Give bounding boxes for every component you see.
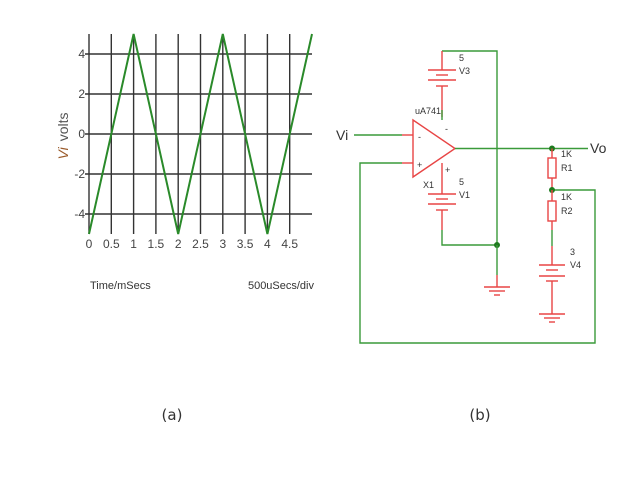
ground-symbol-1 [484,275,510,296]
opamp-vneg-sign: - [445,124,448,134]
x-tick-label: 2 [175,237,182,251]
wire-v3-top [442,50,498,245]
y-tick-label: -4 [74,207,85,221]
wire-v1-to-ground-bus [441,230,497,246]
x-tick-label: 2.5 [192,237,209,251]
resistor-r1 [547,157,557,179]
x-axis-label: Time/mSecs [90,280,151,292]
series-line-vi [88,33,313,235]
r1-ref: R1 [561,163,573,173]
chart-grid [85,34,312,234]
opamp-vpos-sign: + [445,165,450,175]
input-node-label: Vi [336,127,348,143]
y-axis-label: Vi volts [55,113,71,160]
v3-value: 5 [459,53,464,63]
chart-series-layer [88,33,313,235]
x-tick-label: 4 [264,237,271,251]
v1-ref: V1 [459,190,470,200]
r1-value: 1K [561,149,572,159]
x-tick-label: 3.5 [237,237,254,251]
x-tick-label: 0.5 [103,237,120,251]
panel-a-caption: (a) [162,406,183,424]
y-tick-labels: 4 2 0 -2 -4 [74,47,85,221]
opamp-noninv-sign: + [417,160,422,170]
r2-value: 1K [561,192,572,202]
x-tick-label: 1.5 [148,237,165,251]
y-axis-label-symbol: Vi [55,146,71,159]
v1-value: 5 [459,177,464,187]
v4-value: 3 [570,247,575,257]
y-tick-label: 4 [78,47,85,61]
ground-symbol-2 [539,313,565,323]
opamp-triangle [412,118,457,179]
output-node-label: Vo [590,140,607,156]
x-tick-label: 0 [86,237,93,251]
opamp-part-label: uA741 [415,106,441,116]
v4-ref: V4 [570,260,581,270]
x-tick-label: 4.5 [281,237,298,251]
y-tick-label: 2 [78,87,85,101]
panel-b-caption: (b) [469,406,490,424]
battery-v3-symbol [428,69,456,87]
x-tick-label: 1 [130,237,137,251]
opamp-ref: X1 [423,180,434,190]
x-scale-label: 500uSecs/div [248,280,315,292]
battery-v1-symbol [428,193,456,211]
r2-ref: R2 [561,206,573,216]
y-tick-label: 0 [78,127,85,141]
x-tick-labels: 0 0.5 1 1.5 2 2.5 3 3.5 4 4.5 [86,237,299,251]
opamp-inv-sign: - [418,132,421,142]
battery-v4-symbol [539,264,565,282]
opamp-circuit-diagram: 5 V3 uA741 - + - + X1 Vi Vo 5 V1 [336,50,607,344]
y-axis-label-unit: volts [55,113,71,142]
y-tick-label: -2 [74,167,85,181]
v3-ref: V3 [459,66,470,76]
triangle-wave-chart: 4 2 0 -2 -4 0 0.5 1 1.5 2 2.5 3 3.5 4 4.5 Vi volts Tim… [55,33,315,292]
x-tick-label: 3 [219,237,226,251]
wire-feedback-loop [359,162,596,344]
resistor-r2 [547,200,557,222]
